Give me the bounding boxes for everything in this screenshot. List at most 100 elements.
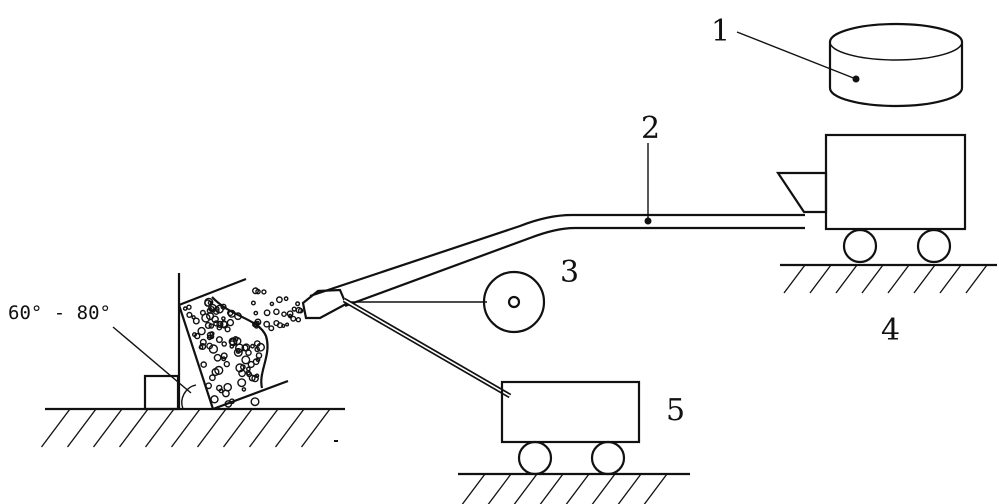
spray-particle bbox=[261, 289, 267, 295]
concrete-bubble bbox=[241, 355, 251, 365]
spray-particle bbox=[295, 317, 302, 323]
hatch-line bbox=[809, 264, 832, 294]
hatch-line bbox=[144, 408, 175, 448]
spray-particle bbox=[295, 301, 301, 307]
hatch-line bbox=[487, 473, 512, 504]
hatch-line bbox=[274, 408, 305, 448]
concrete-bubble bbox=[255, 352, 263, 359]
concrete-bubble bbox=[256, 342, 265, 352]
hatch-line bbox=[248, 408, 279, 448]
ground-right bbox=[780, 263, 997, 294]
hatch-line bbox=[461, 473, 486, 504]
hatch-line bbox=[835, 264, 858, 294]
angle-arc bbox=[181, 384, 197, 410]
concrete-bubble bbox=[250, 397, 260, 407]
concrete-bubble bbox=[199, 338, 207, 346]
concrete-bubble bbox=[186, 304, 192, 310]
hatch-line bbox=[565, 473, 590, 504]
small-mark bbox=[334, 440, 338, 442]
spray-particle bbox=[263, 320, 271, 328]
hatch-line bbox=[913, 264, 936, 294]
angle-label: 60° - 80° bbox=[8, 302, 111, 324]
concrete-bubble bbox=[232, 335, 239, 342]
hatch-line bbox=[40, 408, 71, 448]
concrete-bubble bbox=[247, 360, 255, 369]
spraying-machine bbox=[775, 133, 967, 264]
concrete-bubble bbox=[220, 352, 228, 360]
concrete-bubble bbox=[233, 347, 243, 357]
hatch-line bbox=[783, 264, 806, 294]
concrete-bubble bbox=[200, 361, 207, 368]
concrete-bubble bbox=[245, 370, 252, 376]
label-4: 4 bbox=[881, 313, 900, 348]
concrete-bubble bbox=[238, 369, 247, 378]
concrete-bubble bbox=[208, 374, 216, 382]
concrete-bubble bbox=[197, 326, 206, 336]
hatch-line bbox=[513, 473, 538, 504]
concrete-bubble bbox=[229, 398, 235, 405]
concrete-bubble bbox=[226, 309, 234, 317]
concrete-bubble bbox=[218, 388, 224, 394]
concrete-bubble bbox=[241, 344, 249, 352]
spray-particle bbox=[286, 310, 294, 318]
hatch-line bbox=[939, 264, 962, 294]
spray-particle bbox=[253, 310, 259, 316]
spray-particle bbox=[263, 309, 271, 317]
spray-particles bbox=[250, 287, 304, 332]
concrete-bubble bbox=[207, 300, 213, 306]
concrete-bubble bbox=[237, 378, 247, 388]
concrete-bubble bbox=[224, 326, 231, 333]
concrete-bubble bbox=[221, 341, 227, 347]
concrete-bubble bbox=[255, 357, 261, 363]
spray-particle bbox=[287, 313, 293, 319]
spray-particle bbox=[291, 306, 297, 312]
concrete-bubble bbox=[204, 322, 212, 330]
manipulator-cart bbox=[342, 297, 641, 476]
concrete-bubble bbox=[216, 324, 223, 331]
concrete-bubble bbox=[198, 344, 204, 350]
sprayed-concrete bbox=[182, 297, 265, 408]
spray-particle bbox=[268, 325, 275, 332]
concrete-bubble bbox=[241, 387, 247, 392]
spray-particle bbox=[283, 296, 289, 302]
spray-nozzle bbox=[301, 288, 348, 320]
concrete-bubble bbox=[223, 360, 231, 368]
spray-particle bbox=[273, 320, 280, 327]
concrete-bubble bbox=[199, 309, 206, 316]
spray-particle bbox=[269, 301, 275, 307]
concrete-bubble bbox=[245, 349, 252, 357]
leader-1 bbox=[736, 31, 857, 80]
concrete-bubble bbox=[226, 318, 235, 327]
label-3: 3 bbox=[560, 255, 579, 290]
spray-particle bbox=[285, 322, 290, 327]
concrete-bubble bbox=[215, 336, 223, 344]
concrete-bubble bbox=[214, 365, 224, 376]
concrete-bubble bbox=[215, 304, 224, 314]
concrete-bubble bbox=[186, 311, 193, 319]
spray-particle bbox=[273, 308, 280, 316]
concrete-bubble bbox=[204, 297, 214, 307]
concrete-bubble bbox=[206, 331, 215, 339]
label-1: 1 bbox=[711, 14, 730, 49]
concrete-bubble bbox=[208, 344, 219, 354]
delivery-hose bbox=[309, 213, 805, 308]
reel bbox=[350, 270, 546, 334]
hatch-line bbox=[643, 473, 668, 504]
hatch-line bbox=[118, 408, 149, 448]
material-bin bbox=[828, 22, 964, 108]
ground-left bbox=[40, 407, 345, 448]
hatch-line bbox=[66, 408, 97, 448]
spray-particle bbox=[275, 296, 283, 304]
concrete-bubble bbox=[206, 307, 214, 314]
label-2: 2 bbox=[641, 111, 660, 146]
hatch-line bbox=[591, 473, 616, 504]
hatch-line bbox=[196, 408, 227, 448]
concrete-bubble bbox=[201, 313, 211, 323]
hatch-line bbox=[617, 473, 642, 504]
concrete-bubble bbox=[192, 317, 200, 325]
concrete-bubble bbox=[191, 332, 197, 338]
concrete-bubble bbox=[239, 364, 246, 370]
hatch-line bbox=[861, 264, 884, 294]
concrete-bubble bbox=[235, 349, 241, 354]
hatch-line bbox=[965, 264, 988, 294]
